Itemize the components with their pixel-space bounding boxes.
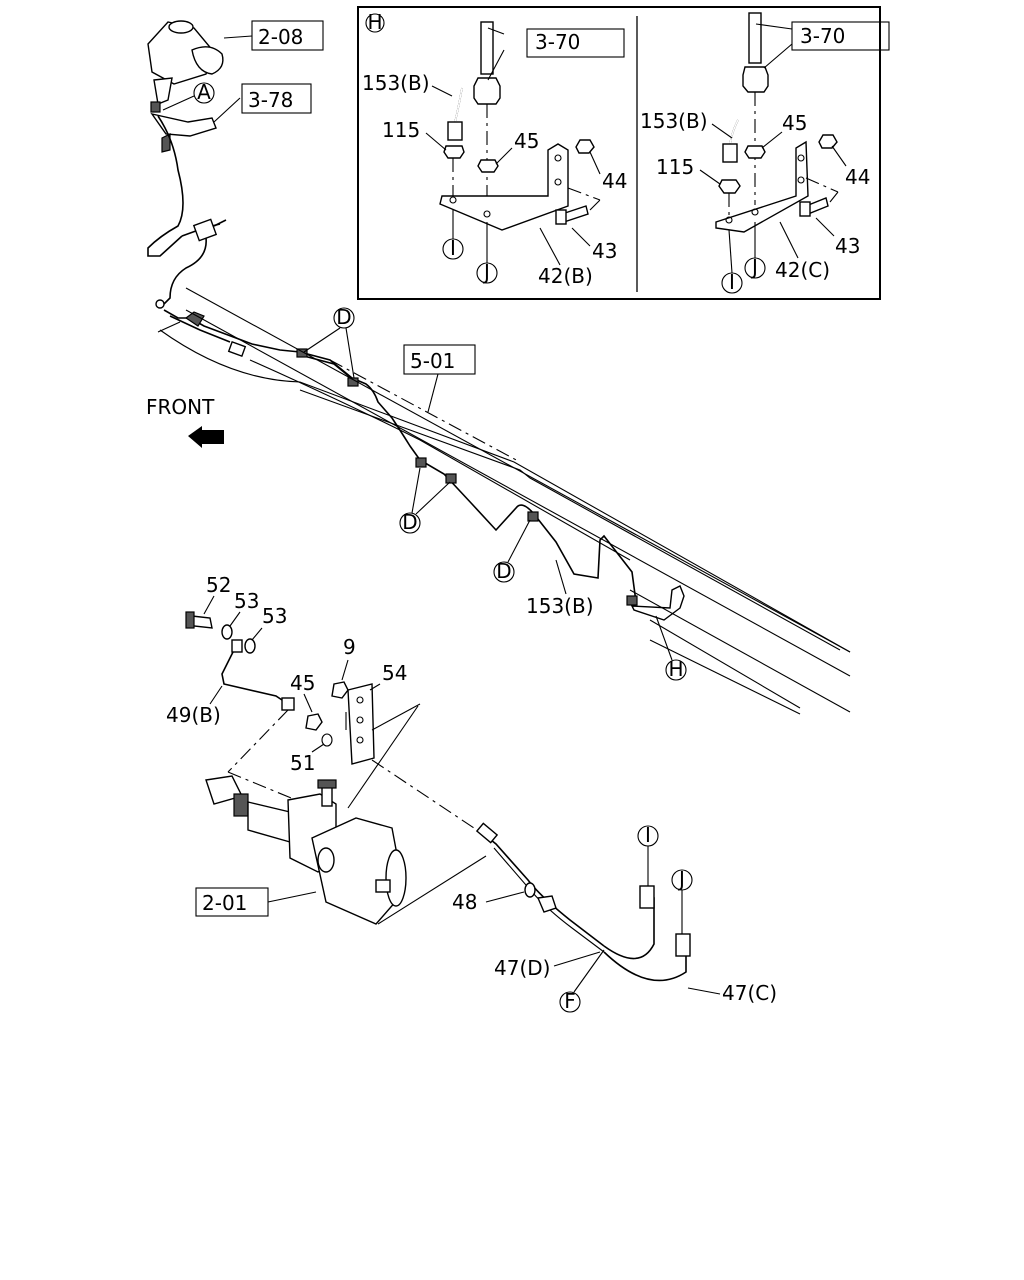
label-54: 54 [382,661,407,685]
ref-2-01: 2-01 [202,891,247,915]
detail-inset-h: H 3-70 [357,6,890,300]
front-label: FRONT [146,395,215,419]
label-53a: 53 [234,589,259,613]
ref-3-78: 3-78 [248,88,293,112]
callout-i-lower: I [645,823,651,847]
label-47c: 47(C) [722,981,777,1005]
ref-3-70-left: 3-70 [535,30,580,54]
inset-letter: H [367,10,382,34]
insetL-label-45: 45 [514,129,539,153]
ref-3-70-right: 3-70 [800,24,845,48]
insetL-label-115: 115 [382,118,420,142]
insetL-label-44: 44 [602,169,627,193]
insetR-callout-i: I [729,270,735,294]
label-47d: 47(D) [494,956,550,980]
insetL-callout-i: I [450,236,456,260]
insetR-label-43: 43 [835,234,860,258]
label-49b: 49(B) [166,703,221,727]
label-52: 52 [206,573,231,597]
callout-d-low: D [496,559,511,583]
insetR-label-45: 45 [782,111,807,135]
label-48: 48 [452,890,477,914]
insetR-label-42c: 42(C) [775,258,830,282]
front-direction-indicator: FRONT [146,395,224,448]
insetL-label-42b: 42(B) [538,264,593,288]
insetR-callout-j: J [750,255,758,279]
label-9: 9 [343,635,356,659]
insetL-callout-j: J [482,260,490,284]
insetL-label-153b: 153(B) [362,71,430,95]
clutch-master-cylinder: 2-08 A 3-78 [147,20,324,153]
pipe-callouts: D 5-01 D D 153(B) H [303,305,687,681]
ref-2-08: 2-08 [258,25,303,49]
label-53b: 53 [262,604,287,628]
slave-cylinder-assembly: 52 53 53 49(B) 9 54 45 51 [166,573,777,1013]
inset-right-assembly: 3-70 153(B) 115 45 44 43 42(C) I J [640,12,890,294]
insetR-label-153b: 153(B) [640,109,708,133]
front-arrow-icon [188,426,224,448]
callout-d-mid: D [402,510,417,534]
frame-rail [159,287,851,715]
insetR-label-115: 115 [656,155,694,179]
callout-a: A [197,80,211,104]
callout-d-top: D [336,305,351,329]
insetR-label-44: 44 [845,165,870,189]
label-45-lower: 45 [290,671,315,695]
callout-f: F [564,989,576,1013]
label-51: 51 [290,751,315,775]
label-153b-main: 153(B) [526,594,594,618]
ref-5-01: 5-01 [410,349,455,373]
callout-j-lower: J [677,867,685,891]
insetL-label-43: 43 [592,239,617,263]
inset-left-assembly: 3-70 153(B) 115 45 44 43 42(B) I J [362,21,627,288]
callout-h: H [668,657,683,681]
